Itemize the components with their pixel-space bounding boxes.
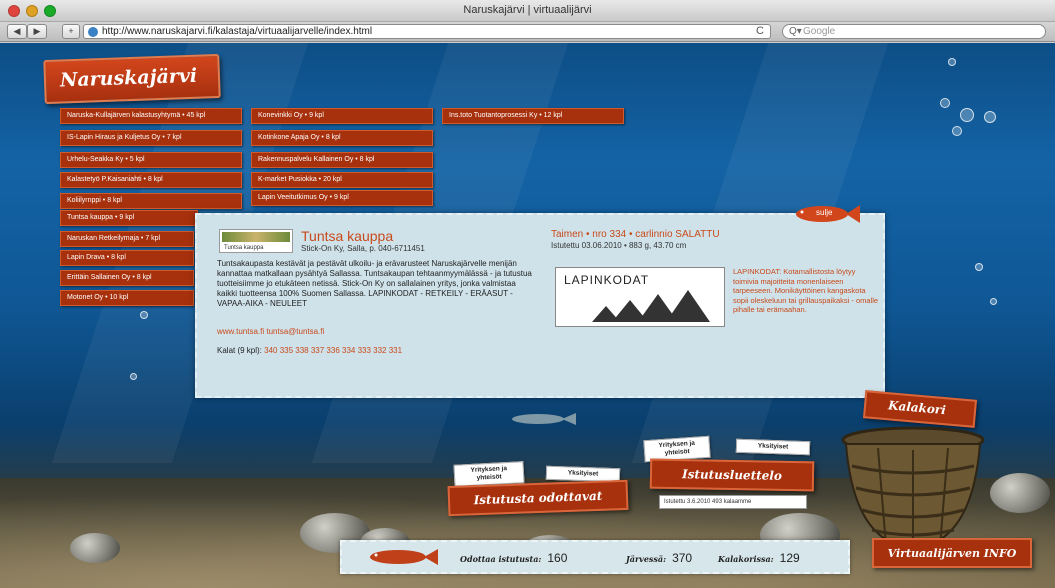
reload-icon[interactable]: C xyxy=(756,25,764,37)
browser-toolbar: ◀ ▶ + http://www.naruskajarvi.fi/kalasta… xyxy=(0,22,1055,42)
shop-tag[interactable]: Konevinkki Oy • 9 kpl xyxy=(251,108,433,124)
catch-label: Kalat (9 kpl): xyxy=(217,346,262,355)
kalakori-sign[interactable]: Kalakori xyxy=(862,390,978,428)
zoom-window-button[interactable] xyxy=(44,5,56,17)
shop-tag[interactable]: Naruska-Kullajärven kalastusyhtymä • 45 … xyxy=(60,108,242,124)
stat-in-lake-value: 370 xyxy=(672,551,693,565)
close-window-button[interactable] xyxy=(8,5,20,17)
tents-icon xyxy=(592,290,710,322)
url-text: http://www.naruskajarvi.fi/kalastaja/vir… xyxy=(102,26,373,37)
shop-tag[interactable]: Ins.toto Tuotantoprosessi Ky • 12 kpl xyxy=(442,108,624,124)
shop-tag[interactable]: Lapin Drava • 8 kpl xyxy=(60,250,194,266)
search-input[interactable]: Q▾ Google xyxy=(782,24,1046,39)
bubble xyxy=(140,311,148,319)
rock xyxy=(990,473,1050,513)
shop-owner: Stick-On Ky, Salla, p. 040-6711451 xyxy=(301,244,425,253)
add-bookmark-button[interactable]: + xyxy=(62,24,80,39)
close-popup-button[interactable]: sulje xyxy=(790,203,860,225)
forward-button[interactable]: ▶ xyxy=(27,24,47,39)
kalakori-label: Kalakori xyxy=(887,398,947,418)
private-note[interactable]: Yksityiset xyxy=(735,438,811,456)
shop-tag[interactable]: Kotinkone Apaja Oy • 8 kpl xyxy=(251,130,433,146)
bubble xyxy=(990,298,997,305)
shop-tag[interactable]: Erittäin Sallainen Oy • 8 kpl xyxy=(60,270,194,286)
shop-info-popup: Tuntsa kauppa Tuntsa kauppa Stick-On Ky,… xyxy=(195,213,885,398)
shop-tag[interactable]: Koliilyrnppi • 8 kpl xyxy=(60,193,242,209)
rock xyxy=(70,533,120,563)
close-label: sulje xyxy=(816,208,833,217)
back-button[interactable]: ◀ xyxy=(7,24,27,39)
istutusta-odottavat-label: Istutusta odottavat xyxy=(473,488,603,508)
trout-icon xyxy=(370,549,438,565)
planting-date-note: Istutettu 3.6.2010 493 kalaamme xyxy=(659,495,807,509)
lake-info-button[interactable]: Virtuaalijärven INFO xyxy=(872,538,1032,568)
catch-meta: Istutettu 03.06.2010 • 883 g, 43.70 cm xyxy=(551,241,687,250)
shop-name: Tuntsa kauppa xyxy=(301,228,394,244)
brand-description: LAPINKODAT: Kotamallistosta löytyy toimi… xyxy=(733,267,879,314)
shop-thumbnail: Tuntsa kauppa xyxy=(219,229,293,253)
stat-in-lake: Järvessä: 370 xyxy=(626,551,692,565)
fish-basket-icon[interactable] xyxy=(838,426,988,554)
bubble xyxy=(975,263,983,271)
stat-in-basket: Kalakorissa: 129 xyxy=(718,551,800,565)
stat-in-basket-label: Kalakorissa: xyxy=(718,554,774,564)
bubble xyxy=(940,98,950,108)
thumb-label: Tuntsa kauppa xyxy=(224,245,264,251)
window-title: Naruskajärvi | virtuaalijärvi xyxy=(463,4,592,16)
stat-waiting-value: 160 xyxy=(547,551,568,565)
search-icon: Q▾ xyxy=(789,26,802,37)
shop-tag[interactable]: Kalastetyö P.Kaisaniahti • 8 kpl xyxy=(60,172,242,188)
address-bar[interactable]: http://www.naruskajarvi.fi/kalastaja/vir… xyxy=(83,24,771,39)
stat-waiting-label: Odottaa istutusta: xyxy=(460,554,542,564)
minimize-window-button[interactable] xyxy=(26,5,38,17)
brand-logo-text: LAPINKODAT xyxy=(564,273,650,287)
shop-tag[interactable]: Rakennuspalvelu Kallainen Oy • 8 kpl xyxy=(251,152,433,168)
search-placeholder: Google xyxy=(803,26,836,37)
shop-tag[interactable]: IS-Lapin Hiraus ja Kuljetus Oy • 7 kpl xyxy=(60,130,242,146)
stat-in-basket-value: 129 xyxy=(779,551,800,565)
logo-text: Naruskajärvi xyxy=(59,64,198,92)
fish-close-icon xyxy=(796,205,860,223)
shop-tag[interactable]: Motonet Oy • 10 kpl xyxy=(60,290,194,306)
stat-waiting: Odottaa istutusta: 160 xyxy=(460,551,567,565)
istutusta-odottavat-sign[interactable]: Istutusta odottavat xyxy=(447,479,629,517)
shop-tag[interactable]: Lapin Veeitutkimus Oy • 9 kpl xyxy=(251,190,433,206)
swimming-fish-icon xyxy=(512,413,576,425)
istutusluettelo-label: Istutusluettelo xyxy=(681,467,783,483)
globe-icon xyxy=(88,27,98,37)
bubble xyxy=(948,58,956,66)
shop-catch-list: Kalat (9 kpl): 340 335 338 337 336 334 3… xyxy=(217,346,402,355)
catch-numbers[interactable]: 340 335 338 337 336 334 333 332 331 xyxy=(264,346,403,355)
shop-description: Tuntsakaupasta kestävät ja pestävät ulko… xyxy=(217,259,532,308)
info-button-label: Virtuaalijärven INFO xyxy=(887,547,1017,560)
shop-tag[interactable]: Urhelu-Seakka Ky • 5 kpl xyxy=(60,152,242,168)
lake-scene: Naruskajärvi Naruska-Kullajärven kalastu… xyxy=(0,43,1055,588)
bubble xyxy=(952,126,962,136)
bubble xyxy=(984,111,996,123)
shop-tag[interactable]: Tuntsa kauppa • 9 kpl xyxy=(60,210,198,226)
site-logo[interactable]: Naruskajärvi xyxy=(43,53,221,105)
catch-title: Taimen • nro 334 • carlinnio SALATTU xyxy=(551,229,720,240)
bubble xyxy=(130,373,137,380)
stat-in-lake-label: Järvessä: xyxy=(626,554,667,564)
brand-logo: LAPINKODAT xyxy=(555,267,725,327)
istutusluettelo-sign[interactable]: Istutusluettelo xyxy=(649,458,815,492)
bubble xyxy=(960,108,974,122)
lake-stats-bar: Odottaa istutusta: 160 Järvessä: 370 Kalak… xyxy=(340,540,850,574)
window-titlebar: Naruskajärvi | virtuaalijärvi xyxy=(0,0,1055,22)
shop-tag[interactable]: K-market Pusiokka • 20 kpl xyxy=(251,172,433,188)
shop-links[interactable]: www.tuntsa.fi tuntsa@tuntsa.fi xyxy=(217,327,325,336)
shop-tag[interactable]: Naruskan Retkeilymaja • 7 kpl xyxy=(60,231,194,247)
